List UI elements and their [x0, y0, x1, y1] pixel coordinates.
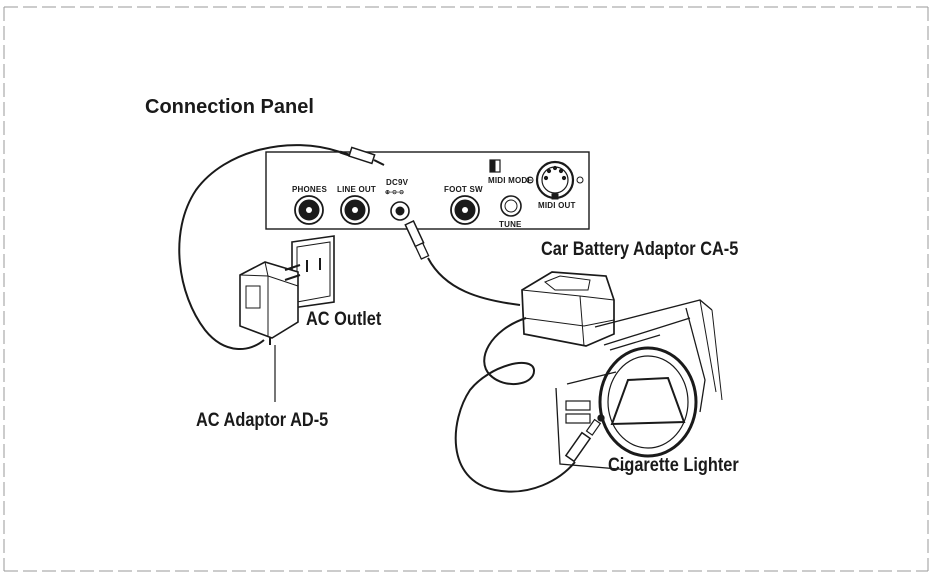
- car-battery-adaptor: [521, 271, 615, 347]
- tune-label: TUNE: [499, 220, 522, 229]
- cigarette-lighter-plug: [564, 418, 602, 463]
- connection-panel: [265, 151, 590, 230]
- car-battery-adaptor-label: Car Battery Adaptor CA-5: [541, 239, 739, 260]
- dc9v-polarity: ⊕-⊖-⊖: [385, 190, 405, 196]
- car-adaptor-cable: [454, 317, 576, 493]
- midi-mode-label: MIDI MODE: [488, 176, 533, 185]
- midi-out-connector: [526, 160, 584, 200]
- dc-cable: [404, 220, 521, 306]
- ac-outlet-label: AC Outlet: [306, 309, 382, 330]
- ac-adaptor: [239, 261, 301, 345]
- car-dashboard: [555, 299, 723, 471]
- line-out-jack: [340, 195, 370, 225]
- ac-adaptor-label: AC Adaptor AD-5: [196, 410, 329, 431]
- foot-sw-label: FOOT SW: [444, 185, 483, 194]
- dc9v-label: DC9V: [386, 178, 409, 187]
- ac-adaptor-cable: [178, 144, 385, 350]
- tune-knob: [500, 195, 522, 217]
- steering-wheel: [598, 346, 698, 458]
- phones-label: PHONES: [292, 185, 327, 194]
- midi-out-label: MIDI OUT: [538, 201, 576, 210]
- line-out-label: LINE OUT: [337, 185, 376, 194]
- foot-sw-jack: [450, 195, 480, 225]
- midi-mode-switch: [489, 159, 501, 173]
- cigarette-lighter-label: Cigarette Lighter: [608, 455, 739, 476]
- diagram-title: Connection Panel: [145, 96, 314, 118]
- phones-jack: [294, 195, 324, 225]
- page-border: [3, 6, 929, 572]
- dc9v-jack: [390, 201, 410, 221]
